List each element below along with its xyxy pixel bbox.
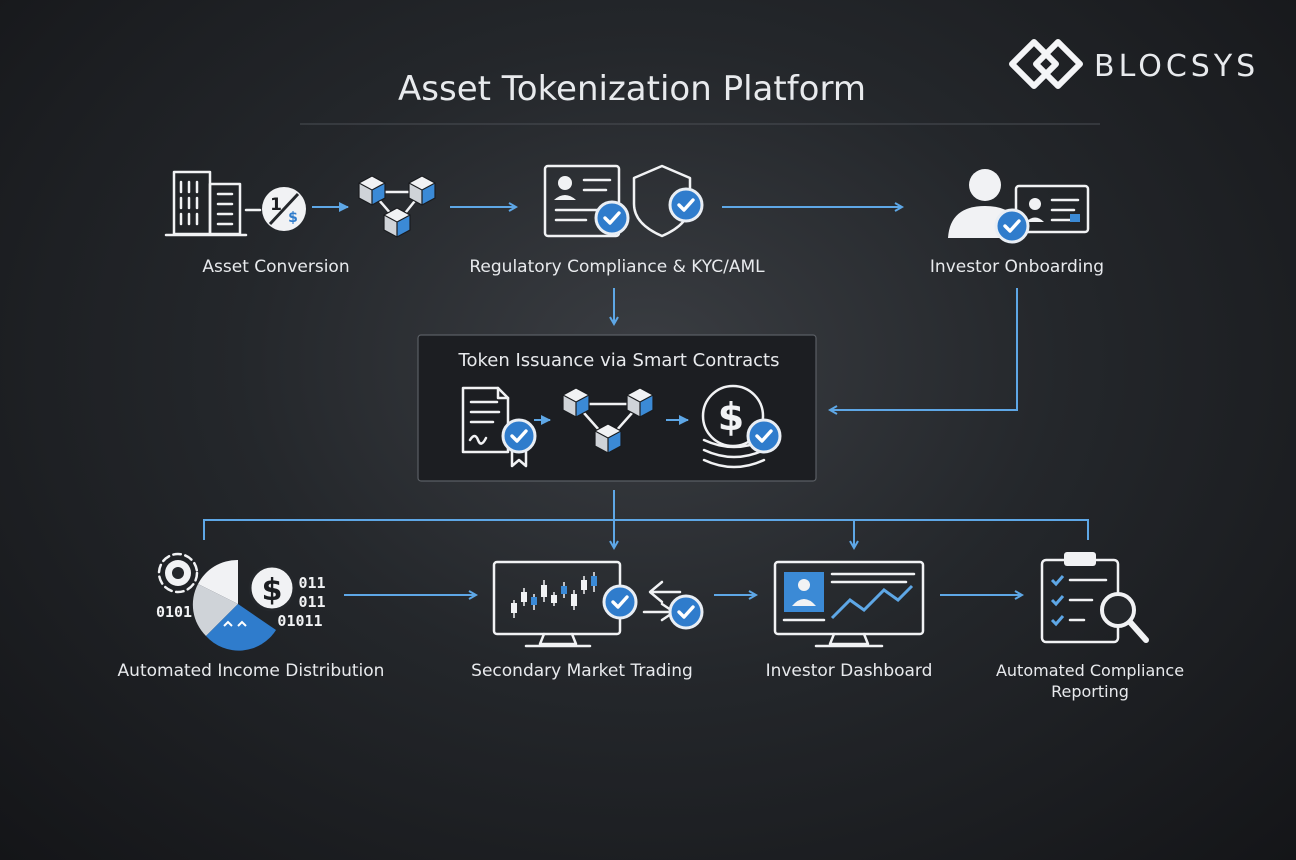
clipboard-checklist-icon bbox=[1040, 552, 1120, 644]
distribution-bus bbox=[203, 519, 1089, 540]
brand-logo-icon bbox=[1009, 39, 1083, 89]
shield-icon bbox=[632, 164, 704, 238]
investor-profile-icon bbox=[948, 169, 1090, 244]
compliance-stage: Regulatory Compliance & KYC/AML bbox=[469, 164, 765, 277]
id-document-icon bbox=[543, 164, 630, 238]
trading-stage: Secondary Market Trading bbox=[471, 560, 704, 681]
dashboard-label: Investor Dashboard bbox=[766, 661, 933, 681]
token-coin-icon: $ bbox=[701, 384, 782, 469]
onboarding-stage: Investor Onboarding bbox=[930, 169, 1104, 277]
fractional-token-icon: 1 $ bbox=[262, 187, 306, 231]
binary-right-1: 011 bbox=[298, 574, 325, 592]
onboarding-label: Investor Onboarding bbox=[930, 257, 1104, 277]
gear-icon bbox=[157, 552, 199, 594]
fraction-numerator: 1 bbox=[270, 195, 282, 215]
blockchain-cubes-icon bbox=[358, 175, 436, 238]
arrow-onboarding-to-issuance bbox=[830, 288, 1018, 410]
binary-left: 0101 bbox=[156, 603, 192, 621]
reporting-label-line2: Reporting bbox=[1051, 682, 1129, 701]
exchange-arrows-icon bbox=[642, 580, 704, 630]
compliance-label: Regulatory Compliance & KYC/AML bbox=[469, 257, 765, 277]
issuance-label: Token Issuance via Smart Contracts bbox=[458, 350, 780, 371]
income-dollar-sign: $ bbox=[262, 573, 283, 608]
income-distribution-label: Automated Income Distribution bbox=[118, 661, 385, 681]
reporting-stage: Automated Compliance Reporting bbox=[996, 552, 1184, 701]
asset-conversion-label: Asset Conversion bbox=[202, 257, 349, 277]
blockchain-cubes-icon bbox=[562, 387, 654, 454]
token-issuance-stage: Token Issuance via Smart Contracts $ bbox=[417, 334, 817, 482]
binary-right-2: 011 bbox=[298, 593, 325, 611]
fraction-dollar: $ bbox=[288, 210, 298, 226]
brand-name: BLOCSYS bbox=[1094, 49, 1259, 84]
magnifier-icon bbox=[1100, 592, 1149, 643]
trading-monitor-icon bbox=[492, 560, 638, 648]
binary-right-3: 01011 bbox=[277, 612, 322, 630]
dashboard-monitor-icon bbox=[773, 560, 925, 648]
trading-label: Secondary Market Trading bbox=[471, 661, 693, 681]
reporting-label-line1: Automated Compliance bbox=[996, 661, 1184, 680]
dollar-coin-icon: $ bbox=[248, 564, 296, 612]
building-icon bbox=[164, 170, 248, 237]
asset-conversion-stage: 1 $ Asset Conversion bbox=[164, 170, 436, 277]
pie-chart-icon bbox=[192, 559, 276, 651]
income-distribution-stage: $ 0101 011 011 01011 Automated Income Di… bbox=[118, 552, 385, 681]
page-title: Asset Tokenization Platform bbox=[398, 69, 866, 109]
coin-dollar-sign: $ bbox=[718, 395, 744, 439]
smart-contract-icon bbox=[461, 386, 537, 468]
dashboard-stage: Investor Dashboard bbox=[766, 560, 933, 681]
